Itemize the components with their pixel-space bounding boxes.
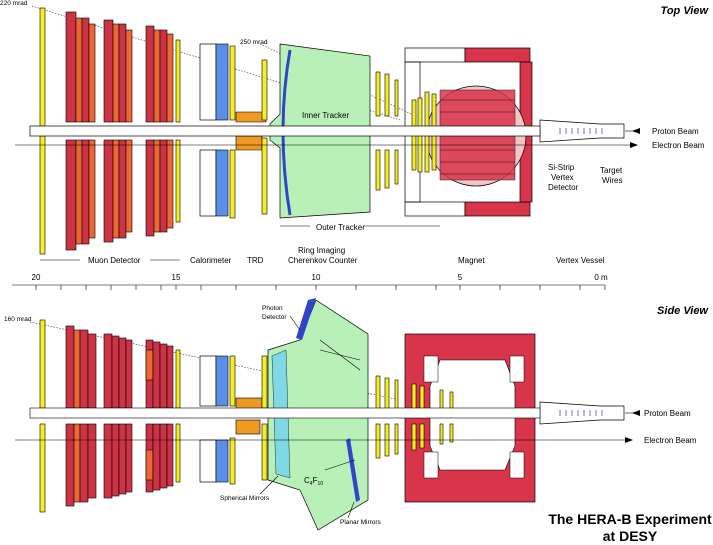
- calorimeter-side: [199, 355, 268, 485]
- tick-label: 0 m: [594, 273, 608, 282]
- trd-top: [235, 59, 268, 215]
- caption-line-2: at DESY: [603, 528, 658, 544]
- trd-label: TRD: [247, 256, 264, 265]
- tick-label: 20: [32, 273, 41, 282]
- muon-detector-side: [39, 319, 181, 513]
- magnet-label: Magnet: [458, 256, 485, 265]
- c4f10-label: C4F10: [304, 476, 323, 487]
- vertex-vessel-side: [539, 401, 625, 425]
- tick-label: 15: [172, 273, 181, 282]
- proton-beam-arrow-side: [632, 410, 640, 416]
- angle-220-label: 220 mrad: [0, 0, 28, 7]
- proton-beam-arrow-top: [632, 128, 640, 134]
- calorimeter-top: [199, 43, 236, 219]
- vertex-vessel-top: [539, 119, 625, 143]
- side-view-title: Side View: [657, 305, 709, 317]
- planar-mirrors-label: Planar Mirrors: [340, 519, 382, 526]
- photon-detector-label-2: Detector: [262, 314, 287, 321]
- target-wires-label-1: Target: [600, 166, 623, 175]
- side-view: Side View 160 mrad: [4, 298, 709, 531]
- calorimeter-label: Calorimeter: [190, 256, 232, 265]
- top-view-title: Top View: [661, 5, 710, 17]
- si-strip-label-3: Detector: [548, 183, 579, 192]
- electron-beam-label-side: Electron Beam: [644, 436, 697, 445]
- target-wires-label-2: Wires: [602, 176, 622, 185]
- target-wires-side: [559, 410, 603, 416]
- electron-beam-label-top: Electron Beam: [652, 141, 705, 150]
- rich-label-1: Ring Imaging: [298, 246, 345, 255]
- proton-beam-label-top: Proton Beam: [652, 127, 699, 136]
- inner-tracker-label: Inner Tracker: [302, 111, 349, 120]
- beam-pipe-side: [29, 407, 541, 419]
- proton-beam-label-side: Proton Beam: [644, 409, 691, 418]
- angle-250-label: 250 mrad: [240, 39, 268, 46]
- rich-label-2: Cherenkov Counter: [288, 256, 358, 265]
- vertex-vessel-label: Vertex Vessel: [556, 256, 605, 265]
- tick-label: 10: [312, 273, 321, 282]
- tick-label: 5: [458, 273, 463, 282]
- scale-axis: 20 15 10 5 0 m: [12, 273, 608, 290]
- angle-160-label: 160 mrad: [4, 316, 32, 323]
- planar-mirror-lower: [346, 438, 360, 502]
- top-view: Top View 220 mrad 250 mrad: [0, 0, 709, 265]
- si-strip-label-1: Si-Strip: [548, 163, 575, 172]
- tracker-planes-top: [375, 71, 399, 191]
- caption-line-1: The HERA-B Experiment: [548, 511, 712, 527]
- muon-detector-label: Muon Detector: [88, 256, 141, 265]
- photon-detector-upper: [296, 298, 316, 340]
- target-wires-top: [559, 128, 603, 134]
- outer-tracker-label: Outer Tracker: [316, 223, 365, 232]
- beam-pipe-top: [29, 125, 541, 137]
- muon-detector-top: [39, 7, 181, 255]
- si-strip-label-2: Vertex: [551, 173, 574, 182]
- spherical-mirrors-label: Spherical Mirrors: [220, 495, 270, 502]
- photon-detector-label-1: Photon: [262, 305, 283, 312]
